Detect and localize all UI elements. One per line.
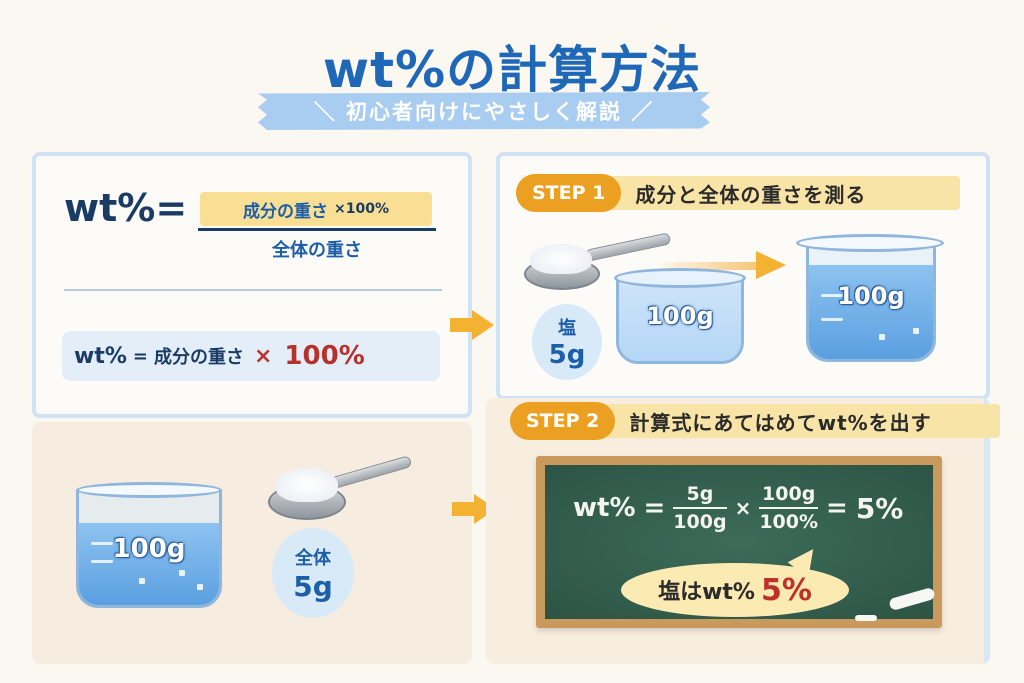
frac2-denominator: 100% [759, 511, 819, 533]
salt-icon [530, 244, 592, 274]
eq-result: 5% [855, 491, 904, 525]
beaker-rim [796, 234, 944, 252]
step2-badge: STEP 2 [510, 402, 616, 440]
total-weight-blob: 全体 5g [272, 528, 354, 618]
simple-times: × [253, 343, 273, 369]
chalk-equation: wt% = 5g 100g × 100g 100% = 5% [573, 483, 903, 533]
salt-weight-blob: 塩 5g [532, 304, 602, 380]
step1-text: 成分と全体の重さを測る [635, 182, 867, 207]
formula-denominator: 全体の重さ [272, 240, 362, 261]
fraction-bar [198, 228, 436, 231]
water [809, 265, 933, 359]
arrow-shaft [452, 502, 476, 516]
beaker-icon: 100g [806, 244, 936, 362]
blob-line2: 5g [293, 569, 333, 603]
eq-equals-2: = [826, 493, 848, 523]
bubble [197, 584, 203, 590]
cup-label: 100g [646, 302, 714, 330]
arrow-trail [660, 262, 760, 270]
water [79, 523, 219, 605]
eq-equals: = [643, 493, 666, 523]
measure-tick [821, 318, 843, 321]
simple-equals: = [132, 345, 148, 367]
subtitle-banner: ＼ 初心者向けにやさしく解説 ／ [258, 92, 710, 130]
step2-header: STEP 2 計算式にあてはめてwt%を出す [510, 402, 1000, 440]
measure-tick [91, 542, 113, 545]
subtitle-text: ＼ 初心者向けにやさしく解説 ／ [313, 100, 655, 124]
cup-rim [614, 268, 746, 288]
speech-text: 塩はwt% [658, 580, 755, 605]
chalkboard: wt% = 5g 100g × 100g 100% = 5% 塩はwt% 5% [536, 456, 942, 628]
speech-bubble: 塩はwt% 5% [621, 563, 849, 617]
water [619, 278, 741, 361]
step2-text: 計算式にあてはめてwt%を出す [629, 410, 932, 435]
page-title: wt%の計算方法 [322, 41, 702, 99]
frac2-numerator: 100g [762, 483, 816, 505]
step1-header: STEP 1 成分と全体の重さを測る [516, 174, 960, 212]
step1-badge: STEP 1 [516, 174, 622, 212]
speech-value: 5% [760, 572, 812, 608]
measure-tick [821, 294, 843, 297]
frac1-denominator: 100g [673, 511, 727, 533]
eq-lhs: wt% [573, 493, 636, 523]
simple-value: 100% [284, 341, 365, 371]
simple-lhs: wt% [74, 343, 127, 369]
water-cup-icon: 100g [616, 278, 744, 364]
fraction-1: 5g 100g [673, 483, 727, 533]
chalkboard-surface: wt% = 5g 100g × 100g 100% = 5% 塩はwt% 5% [545, 465, 936, 621]
beaker-label: 100g [112, 534, 186, 564]
bubble [879, 334, 885, 340]
arrow-shaft [450, 318, 474, 332]
blob-line1: 全体 [295, 547, 331, 569]
chalk-icon [888, 586, 936, 612]
bubble [913, 328, 919, 334]
frac-bar [673, 507, 727, 509]
salt-icon [276, 468, 338, 502]
arrow-right-icon [756, 251, 786, 279]
salt-line1: 塩 [558, 318, 576, 339]
formula-lhs: wt%= [64, 186, 188, 230]
beaker-icon: 100g [76, 490, 222, 608]
simple-component: 成分の重さ [153, 347, 244, 368]
numerator-multiplier: ×100% [334, 201, 389, 217]
chalk-icon [855, 615, 877, 621]
beaker-label: 100g [837, 282, 905, 310]
formula-divider [64, 289, 442, 291]
arrow-head [472, 310, 494, 340]
salt-line2: 5g [548, 340, 586, 370]
numerator-text: 成分の重さ [243, 201, 328, 222]
simple-formula-box: wt% = 成分の重さ × 100% [62, 331, 440, 381]
arrow-right-icon [450, 310, 494, 340]
measure-tick [91, 560, 113, 563]
beaker-rim [76, 482, 222, 498]
fraction-2: 100g 100% [759, 483, 819, 533]
eq-times: × [734, 496, 752, 520]
frac1-numerator: 5g [686, 483, 714, 505]
bubble [179, 570, 185, 576]
bubble [139, 578, 145, 584]
formula-numerator: 成分の重さ ×100% [200, 192, 432, 226]
frac-bar [759, 507, 819, 509]
